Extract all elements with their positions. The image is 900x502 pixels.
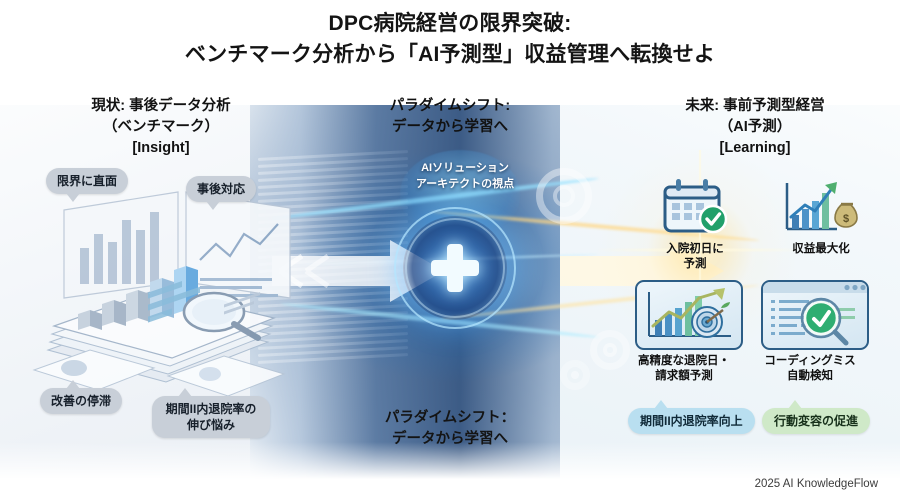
feature-3-caption-line-2: 請求額予測	[655, 370, 713, 382]
center-bottom-line-1: パラダイムシフト：	[384, 410, 516, 426]
current-state-illustration	[32, 191, 291, 397]
growth-chart-money-bag-icon: $	[778, 176, 864, 238]
feature-day-one-prediction-caption: 入院初日に 予測	[636, 242, 754, 272]
right-heading-line-3: [Learning]	[719, 140, 791, 156]
ai-architect-label-line-1: AIソリューション	[421, 162, 509, 174]
feature-accurate-discharge-billing-forecast-caption: 高精度な退院日・ 請求額予測	[622, 354, 746, 384]
svg-text:$: $	[843, 213, 849, 225]
feature-day-one-prediction: 入院初日に 予測	[636, 176, 754, 272]
feature-revenue-maximization-caption: 収益最大化	[792, 243, 850, 255]
center-heading-line-1: パラダイムシフト:	[389, 98, 511, 114]
bubble-facing-limits: 限界に直面	[46, 168, 129, 202]
chart-target-arrow-icon	[635, 280, 743, 350]
medical-cross-hub	[394, 207, 516, 329]
right-heading-line-1: 未来: 事前予測型経営	[685, 98, 825, 114]
pill-discharge-rate-improvement: 期間II内退院率向上	[628, 400, 755, 434]
left-heading-line-1: 現状: 事後データ分析	[91, 98, 231, 114]
gear-icon-small	[560, 360, 590, 390]
feature-4-caption-line-2: 自動検知	[787, 370, 833, 382]
feature-accurate-discharge-billing-forecast: 高精度な退院日・ 請求額予測	[630, 280, 748, 384]
bubble-stalled-improvement: 改善の停滞	[40, 380, 123, 414]
left-heading-line-2: （ベンチマーク）	[103, 119, 219, 135]
bubble-reactive-response: 事後対応	[186, 176, 257, 210]
center-bottom-line-2: データから学習へ	[392, 431, 508, 447]
feature-3-caption-line-1: 高精度な退院日・	[638, 355, 730, 367]
center-column-heading: パラダイムシフト: データから学習へ	[330, 96, 570, 138]
top-white-band	[0, 0, 900, 105]
ai-architect-label: AIソリューション アーキテクトの視点	[380, 160, 550, 192]
title-line-2: ベンチマーク分析から「AI予測型」収益管理へ転換せよ	[184, 43, 716, 66]
gear-icon-large	[536, 168, 592, 224]
feature-1-caption-line-2: 予測	[683, 258, 707, 270]
feature-1-caption-line-1: 入院初日に	[666, 243, 724, 255]
bubble-discharge-rate-plateau: 期間II内退院率の 伸び悩み	[152, 388, 270, 438]
hub-inner-ring	[405, 218, 505, 318]
bubble-discharge-rate-plateau-line-1: 期間II内退院率の	[165, 402, 257, 416]
feature-4-caption-line-1: コーディングミス	[764, 355, 856, 367]
bottom-white-band	[0, 442, 900, 502]
left-heading-line-3: [Insight]	[132, 140, 190, 156]
center-bottom-caption: パラダイムシフト： データから学習へ	[330, 408, 570, 450]
center-heading-line-2: データから学習へ	[392, 119, 508, 135]
hub-outer-ring	[394, 207, 516, 329]
footer-credit: 2025 AI KnowledgeFlow	[754, 478, 878, 490]
feature-coding-error-auto-detection: コーディングミス 自動検知	[756, 280, 874, 384]
feature-coding-error-auto-detection-caption: コーディングミス 自動検知	[748, 354, 872, 384]
left-column-heading: 現状: 事後データ分析 （ベンチマーク） [Insight]	[46, 96, 276, 159]
ai-architect-label-line-2: アーキテクトの視点	[415, 178, 515, 190]
medical-cross-icon	[431, 244, 479, 292]
bubble-discharge-rate-plateau-line-2: 伸び悩み	[186, 418, 235, 432]
right-column-heading: 未来: 事前予測型経営 （AI予測） [Learning]	[630, 96, 880, 159]
title-line-1: DPC病院経営の限界突破:	[328, 12, 572, 35]
right-heading-line-2: （AI予測）	[718, 119, 792, 135]
pill-behavior-change-promotion: 行動変容の促進	[762, 400, 871, 434]
feature-revenue-maximization: $ 収益最大化	[762, 176, 880, 257]
page-title: DPC病院経営の限界突破: ベンチマーク分析から「AI予測型」収益管理へ転換せよ	[0, 8, 900, 70]
code-window-magnifier-check-icon	[761, 280, 869, 350]
calendar-check-icon	[652, 176, 738, 238]
